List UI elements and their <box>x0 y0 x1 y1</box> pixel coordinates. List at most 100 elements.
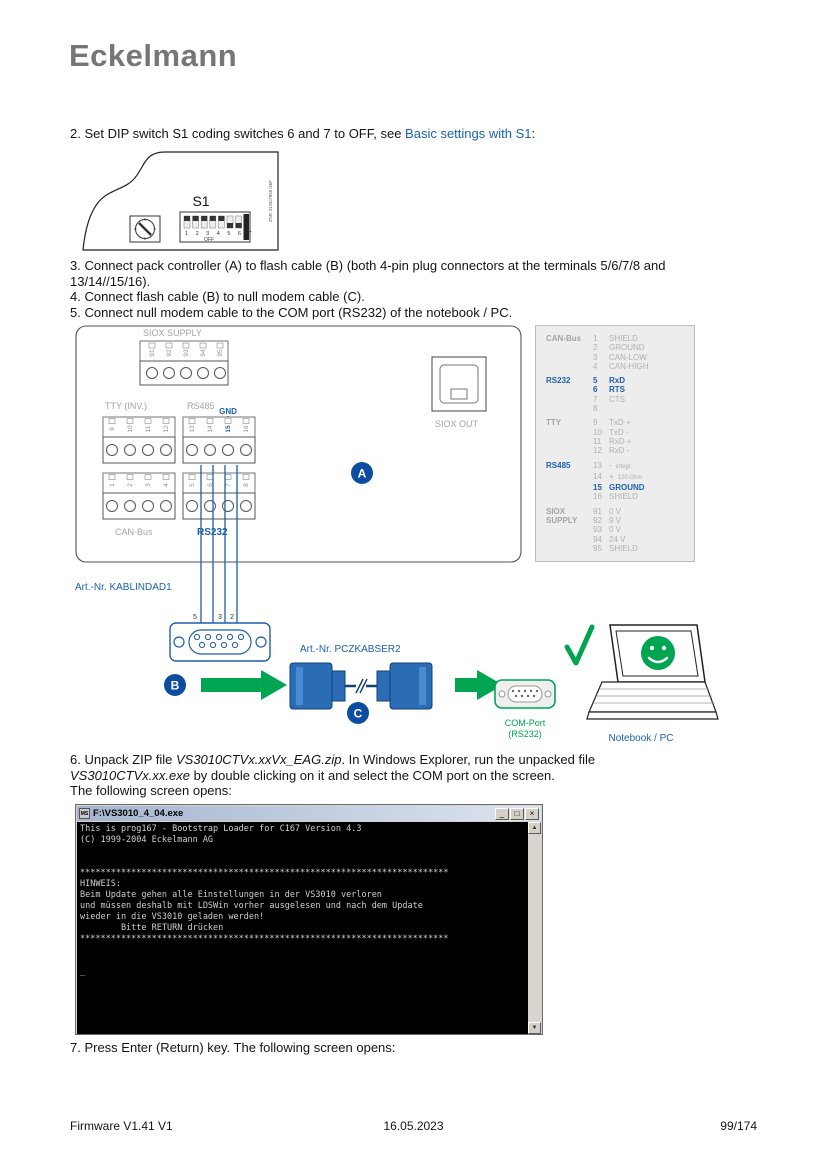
marker-a: A <box>351 462 373 484</box>
can-bus-label: CAN-Bus <box>115 527 153 537</box>
step-3: 3. Connect pack controller (A) to flash … <box>70 258 770 289</box>
dip-switch-figure: S1 1 2 3 4 5 6 7 OFF ZNR. 012607859 OEF <box>82 151 279 251</box>
terminal-body: This is prog167 - Bootstrap Loader for C… <box>77 822 541 1034</box>
drawing-number: ZNR. 012607859 OEF <box>268 180 273 222</box>
pin-5: 5 <box>189 483 196 487</box>
step-6-mid: . In Windows Explorer, run the unpacked … <box>341 752 596 767</box>
arrow-right-icon <box>201 670 287 700</box>
footer-page-number: 99/174 <box>720 1119 757 1133</box>
pin-10: 10 <box>127 425 134 433</box>
terminal-line: Beim Update gehen alle Einstellungen in … <box>80 890 382 900</box>
flash-cable-wires <box>200 465 238 563</box>
step-2: 2. Set DIP switch S1 coding switches 6 a… <box>70 126 535 142</box>
terminal-line: ****************************************… <box>80 868 449 878</box>
terminal-line: wieder in die VS3010 geladen werden! <box>80 912 265 922</box>
step-7: 7. Press Enter (Return) key. The followi… <box>70 1040 396 1055</box>
minimize-button[interactable]: _ <box>495 807 509 820</box>
terminal-line <box>80 956 525 967</box>
pin-group-name: TTY <box>546 418 562 428</box>
pin-93: 93 <box>183 349 190 357</box>
svg-text:C: C <box>354 707 363 721</box>
footer-date: 16.05.2023 <box>383 1119 444 1133</box>
arrow-right-icon-2 <box>455 670 503 700</box>
pin-14: 14 <box>207 425 214 433</box>
terminal-line: ****************************************… <box>80 934 449 944</box>
com-port-label-2: (RS232) <box>508 729 542 739</box>
pin-group-name: RS232 <box>546 376 571 386</box>
terminal-scrollbar[interactable]: ▲ ▼ <box>528 822 541 1034</box>
scroll-up-icon[interactable]: ▲ <box>528 822 541 834</box>
pin-9: 9 <box>109 427 116 431</box>
step-5: 5. Connect null modem cable to the COM p… <box>70 305 513 320</box>
smiley-icon <box>641 636 675 670</box>
terminal-line: HINWEIS: <box>80 879 121 889</box>
db9-connector <box>169 622 271 662</box>
cable-figure: Art.-Nr. KABLINDAD1 5 3 2 B Art.-Nr. PCZ… <box>75 563 719 744</box>
page-footer: Firmware V1.41 V1 16.05.2023 99/174 <box>70 1119 757 1133</box>
basic-settings-link[interactable]: Basic settings with S1 <box>405 126 532 141</box>
can-bus-block: 1 2 3 4 <box>102 472 176 520</box>
terminal-line: (C) 1999-2004 Eckelmann AG <box>80 835 214 845</box>
rs232-block: 5 6 7 8 <box>182 472 256 520</box>
pin-group-name: SIOX SUPPLY <box>546 506 578 525</box>
step-6-last: The following screen opens: <box>70 783 232 798</box>
s1-label: S1 <box>192 193 209 209</box>
terminal-buttons: _□× <box>494 807 539 820</box>
controller-diagram: SIOX SUPPLY 91 92 93 94 95 TTY (INV.) RS… <box>75 325 522 563</box>
terminal-titlebar[interactable]: MS F:\VS3010_4_04.exe _□× <box>77 806 541 821</box>
pin-7: 7 <box>225 483 232 487</box>
scroll-down-icon[interactable]: ▼ <box>528 1022 541 1034</box>
pin-row: 13-integr. <box>593 460 633 470</box>
tty-block: 9 10 11 12 <box>102 416 176 464</box>
terminal-title: F:\VS3010_4_04.exe <box>93 808 184 819</box>
maximize-button[interactable]: □ <box>510 807 524 820</box>
company-logo: Eckelmann <box>69 38 238 73</box>
com-port-label: COM-Port <box>505 718 546 728</box>
pin-13: 13 <box>189 425 196 433</box>
siox-supply-block: 91 92 93 94 95 <box>139 340 229 386</box>
step-3-line1: 3. Connect pack controller (A) to flash … <box>70 258 666 273</box>
checkmark-icon <box>564 624 595 666</box>
dip-numbers: 1 2 3 4 5 6 7 <box>185 231 255 237</box>
step-4: 4. Connect flash cable (B) to null modem… <box>70 289 365 304</box>
notebook-label: Notebook / PC <box>608 733 673 744</box>
pczkabser-label: Art.-Nr. PCZKABSER2 <box>300 644 401 655</box>
svg-text:A: A <box>358 467 367 481</box>
msdos-icon: MS <box>79 808 90 819</box>
terminal-line <box>80 945 525 956</box>
pin-94: 94 <box>200 349 207 357</box>
controller-figure: SIOX SUPPLY 91 92 93 94 95 TTY (INV.) RS… <box>75 325 695 563</box>
notebook-drawing <box>586 624 719 720</box>
footer-firmware-version: Firmware V1.41 V1 <box>70 1119 173 1133</box>
pin-11: 11 <box>145 425 152 432</box>
terminal-line: This is prog167 - Bootstrap Loader for C… <box>80 824 362 834</box>
close-button[interactable]: × <box>525 807 539 820</box>
terminal-line <box>80 846 525 857</box>
pin-1: 1 <box>109 483 116 487</box>
marker-b: B <box>164 674 186 696</box>
null-modem-cable <box>289 662 433 710</box>
db9-pin-3: 3 <box>218 614 222 621</box>
rotary-switch <box>129 215 161 243</box>
pin-row: 8 <box>593 404 598 414</box>
db9-pin-5: 5 <box>193 614 197 621</box>
terminal-line: _ <box>80 967 86 977</box>
pin-group-name: RS485 <box>546 460 571 470</box>
